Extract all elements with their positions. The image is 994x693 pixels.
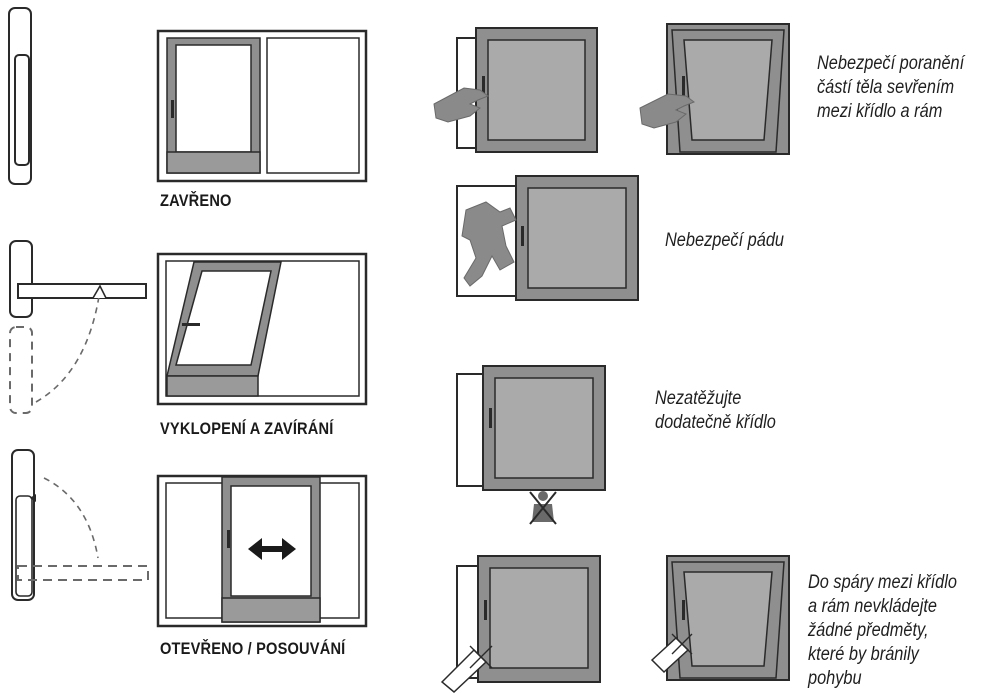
falling-person-icon [461,201,517,287]
handle-tilt-icon [9,240,147,414]
slide-arrow-icon [248,538,296,560]
warning-line: žádné předměty, [808,620,929,641]
no-weight-icon [529,491,557,525]
warning-objects-side-illustration [440,555,601,693]
warning-line: Nebezpečí pádu [665,230,785,251]
warning-load-text: Nezatěžujte dodatečně křídlo [655,387,776,435]
warning-fall-illustration [456,175,639,301]
warning-objects-tilt-illustration [650,555,790,681]
warning-line: částí těla sevřením [817,77,955,98]
warning-pinch-tilt-illustration [639,23,790,155]
warning-fall-text: Nebezpečí pádu [665,229,784,253]
mode-label-tilt: VYKLOPENÍ A ZAVÍRÁNÍ [160,419,334,438]
window-closed [156,29,368,183]
handle-closed-icon [8,7,32,185]
hand-icon [433,87,490,123]
wedge-object-icon [440,645,493,693]
warning-line: mezi křídlo a rám [817,101,943,122]
warning-pinch-text: Nebezpečí poranění částí těla sevřením m… [817,52,964,124]
window-tilt [156,252,368,406]
warning-line: pohybu [808,668,862,689]
warning-line: které by bránily [808,644,919,665]
hand-icon [639,93,696,129]
warning-line: Do spáry mezi křídlo [808,572,957,593]
warning-line: a rám nevkládejte [808,596,937,617]
warning-pinch-side-illustration [433,27,598,153]
handle-open-icon [11,449,149,601]
mode-label-open: OTEVŘENO / POSOUVÁNÍ [160,639,346,658]
warning-line: Nezatěžujte [655,388,742,409]
wedge-object-icon [650,633,693,674]
warning-objects-text: Do spáry mezi křídlo a rám nevkládejte ž… [808,571,957,691]
warning-line: Nebezpečí poranění [817,53,965,74]
warning-line: dodatečně křídlo [655,412,776,433]
warning-load-illustration [456,365,606,525]
mode-label-closed: ZAVŘENO [160,191,232,210]
window-open [156,474,368,628]
